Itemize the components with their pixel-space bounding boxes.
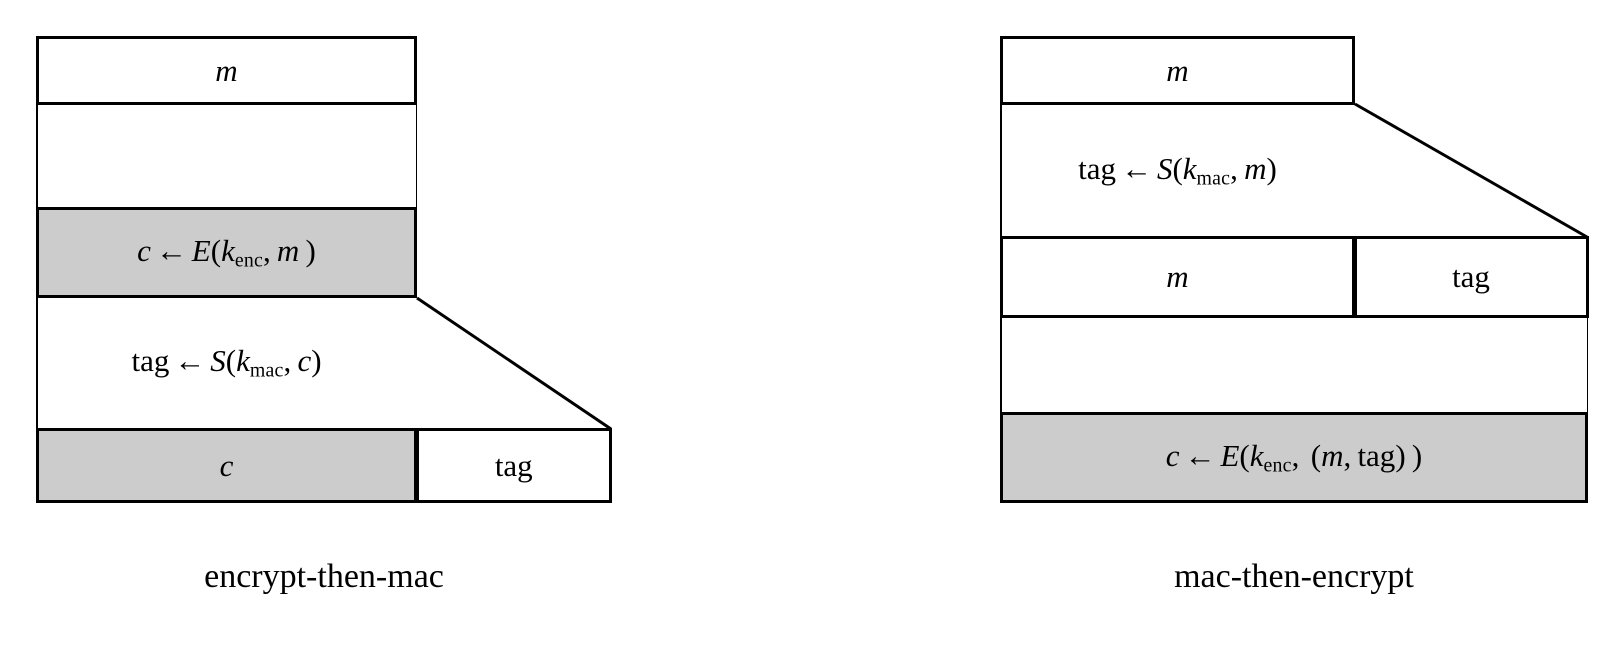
etm-output-tag-label: tag (494, 447, 533, 483)
etm-encrypt-step-formula: c←E(kenc, m ) (137, 232, 316, 272)
mte-diagonal-connector (1354, 102, 1588, 239)
etm-mac-step-formula: tag←S(kmac, c) (131, 343, 322, 382)
etm-box-input-message: m (36, 36, 417, 105)
mte-intermediate-message-label: m (1166, 259, 1189, 294)
mte-caption: mac-then-encrypt (1174, 558, 1414, 595)
mte-box-input-message: m (1000, 36, 1355, 105)
mte-box-intermediate-tag: tag (1353, 236, 1589, 318)
mte-encrypt-step-formula: c←E(kenc, (m, tag) ) (1165, 437, 1423, 477)
mte-box-intermediate-message: m (1000, 236, 1355, 318)
etm-diagonal-connector (416, 296, 612, 431)
right-left-rail-gap-2 (1000, 316, 1002, 414)
etm-output-ciphertext-label: c (219, 447, 234, 483)
right-rail-gap-1 (415, 103, 418, 209)
mte-box-encrypt-step: c←E(kenc, (m, tag) ) (1000, 412, 1588, 503)
mte-mac-step-formula: tag←S(kmac, m) (1078, 150, 1277, 190)
left-rail-gap-1 (36, 103, 38, 209)
etm-input-message-label: m (215, 52, 238, 88)
etm-box-output-ciphertext: c (36, 428, 417, 503)
etm-box-encrypt-step: c←E(kenc, m ) (36, 207, 417, 298)
left-rail-gap-2 (36, 296, 38, 430)
etm-caption: encrypt-then-mac (204, 558, 444, 595)
etm-box-output-tag: tag (415, 428, 612, 503)
mte-mac-step-region: tag←S(kmac, m) (1000, 105, 1355, 236)
etm-mac-step-region: tag←S(kmac, c) (36, 298, 417, 428)
mte-intermediate-tag-label: tag (1452, 259, 1490, 294)
mte-input-message-label: m (1166, 52, 1189, 88)
right-right-rail-gap-2 (1586, 316, 1589, 414)
right-left-rail-gap-1 (1000, 103, 1002, 238)
